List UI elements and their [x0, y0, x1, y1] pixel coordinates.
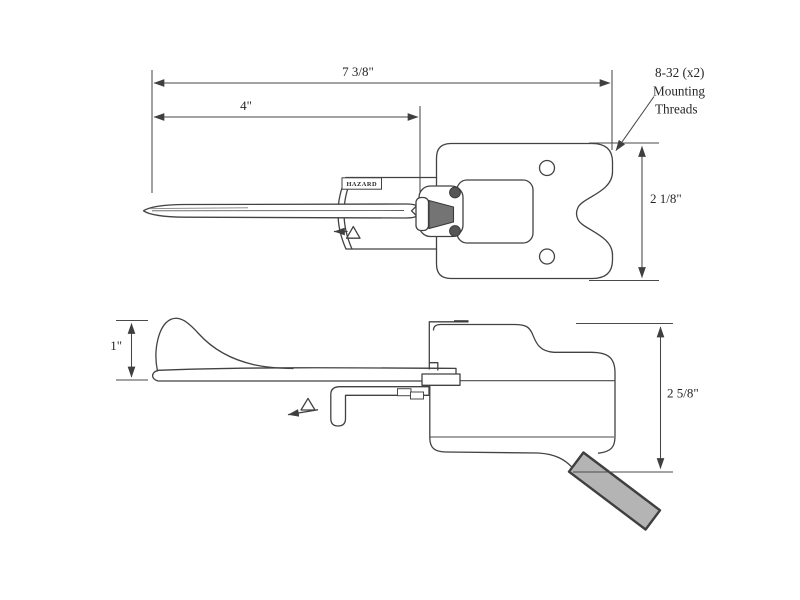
mounting-hole-bottom [538, 248, 556, 265]
leader-arrow [615, 96, 655, 152]
dim-probe-length-label: 4" [240, 98, 252, 113]
body-upper-outline [432, 323, 616, 454]
needle-shade-line [149, 207, 249, 210]
mount-bracket [330, 386, 430, 427]
mounting-hole-top [538, 159, 556, 177]
dim-fin-height-label: 1" [110, 338, 122, 353]
body-outline-top-view [435, 142, 614, 280]
bracket-clip-right [410, 391, 424, 400]
connector-nozzle [567, 451, 662, 531]
fin-profile [155, 317, 294, 372]
dim-overall-length-label: 7 3/8" [342, 64, 374, 79]
side-view: 1" 2 5/8" [110, 317, 699, 531]
dim-side-height-label: 2 5/8" [667, 386, 699, 401]
note-line-1: 8-32 (x2) [655, 65, 704, 80]
left-arrow-icon [287, 409, 319, 417]
top-left-bracket [428, 321, 469, 371]
blade-cap [415, 196, 430, 232]
contact-pin-top [449, 186, 461, 199]
triangle-icon [345, 225, 361, 239]
left-arrow-with-triangle-icon [333, 225, 361, 239]
triangle-icon [300, 397, 316, 411]
inner-plate-outline [456, 179, 534, 244]
contact-pin-bottom [449, 225, 461, 237]
bracket-clip-left [397, 388, 412, 397]
hazard-label-box [341, 177, 382, 190]
body-lower-outline [429, 384, 573, 468]
connector-trapezoid [428, 199, 455, 230]
base-plate [151, 367, 457, 382]
note-line-2: Mounting [653, 84, 705, 99]
note-line-3: Threads [655, 102, 697, 117]
mounting-threads-note: 8-32 (x2) Mounting Threads [615, 65, 705, 152]
dim-body-height-label: 2 1/8" [650, 191, 682, 206]
hazard-label: HAZARD [346, 181, 377, 188]
plate-end-cap [421, 373, 461, 386]
top-view: 7 3/8" 4" HAZARD [142, 64, 705, 282]
left-arrow-with-triangle-icon [287, 397, 319, 417]
